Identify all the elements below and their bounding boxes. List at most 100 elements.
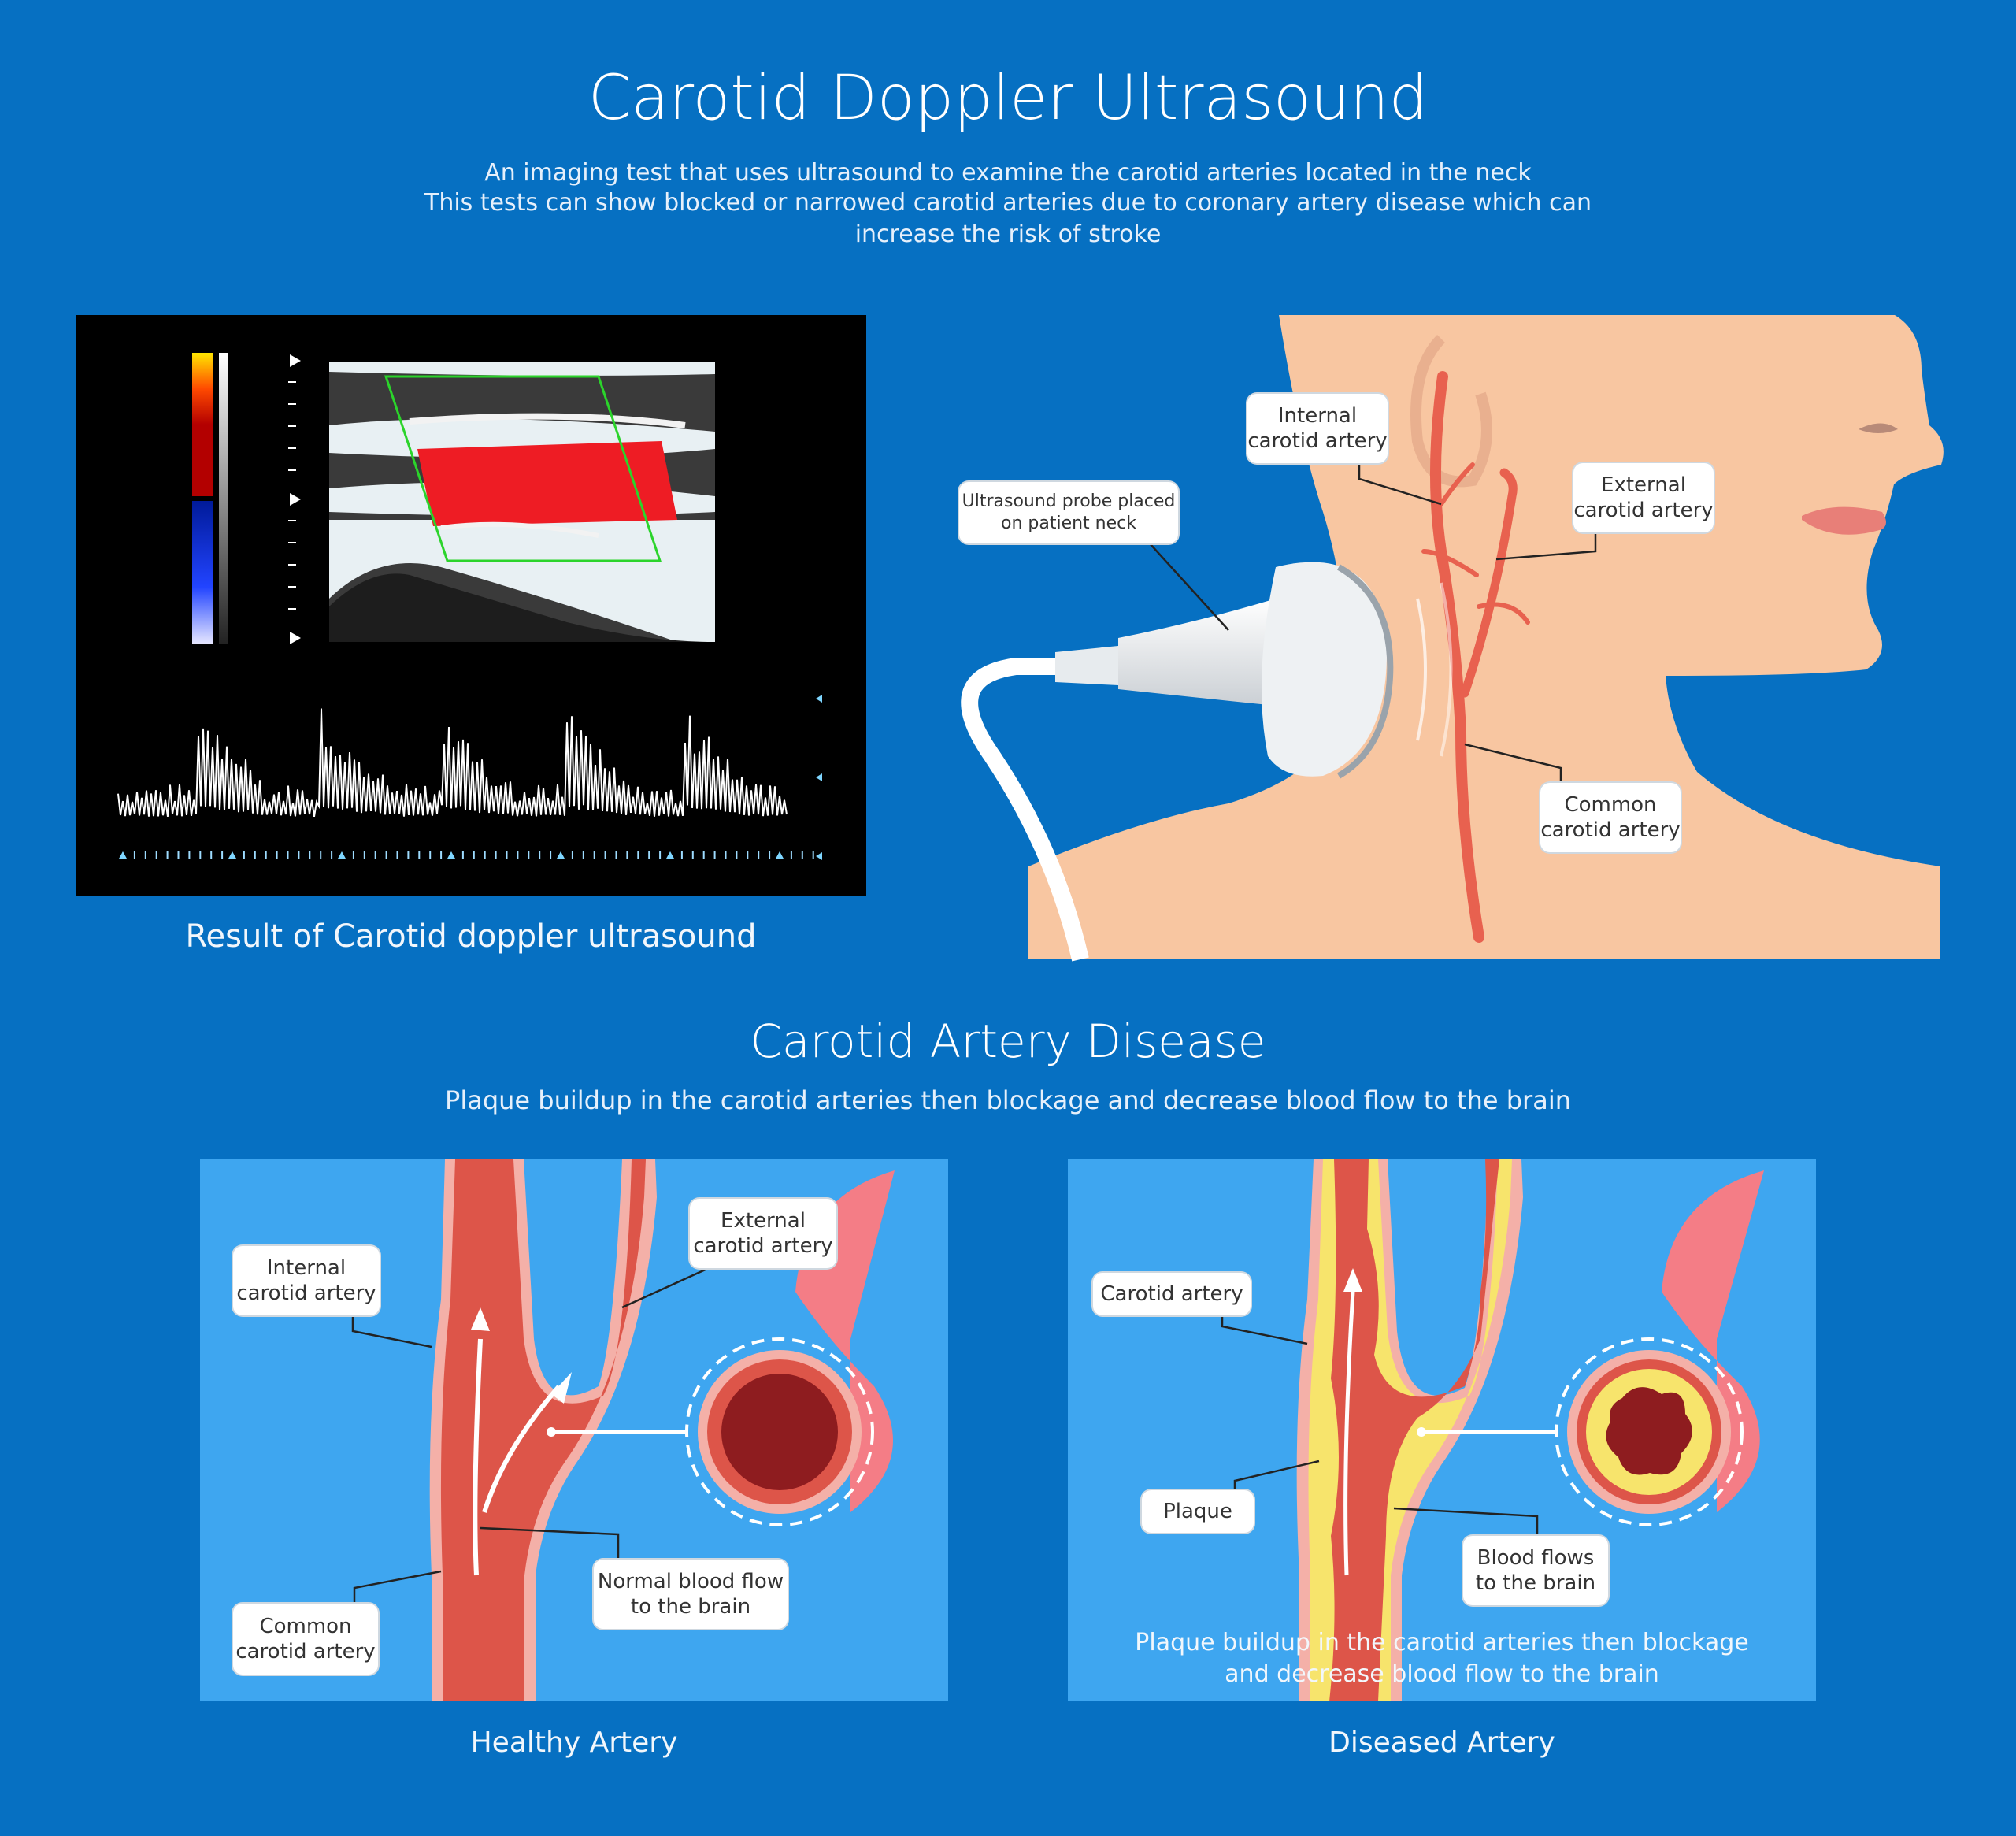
page-title: Carotid Doppler Ultrasound xyxy=(587,63,1429,134)
label-internal-carotid: Internal carotid artery xyxy=(1247,394,1388,463)
time-minor-tick xyxy=(582,851,584,859)
time-minor-tick xyxy=(461,851,464,859)
time-major-tick xyxy=(447,851,455,859)
time-minor-tick xyxy=(133,851,135,859)
time-minor-tick xyxy=(396,851,398,859)
time-minor-tick xyxy=(374,851,376,859)
neck-illustration xyxy=(961,315,1944,962)
time-minor-tick xyxy=(320,851,322,859)
time-minor-tick xyxy=(484,851,486,859)
time-minor-tick xyxy=(571,851,573,859)
time-minor-tick xyxy=(680,851,683,859)
healthy-label-internal: Internal carotid artery xyxy=(233,1246,380,1315)
time-major-tick xyxy=(119,851,127,859)
time-minor-tick xyxy=(758,851,760,859)
ultrasound-probe-icon xyxy=(961,562,1453,962)
time-minor-tick xyxy=(429,851,432,859)
time-minor-tick xyxy=(747,851,749,859)
label-probe: Ultrasound probe placed on patient neck xyxy=(959,482,1178,543)
doppler-flow-region xyxy=(417,441,677,526)
time-minor-tick xyxy=(539,851,541,859)
label-common-carotid: Common carotid artery xyxy=(1540,783,1681,852)
time-minor-tick xyxy=(221,851,224,859)
time-minor-tick xyxy=(626,851,628,859)
velocity-markers xyxy=(816,695,822,860)
time-minor-tick xyxy=(724,851,727,859)
time-minor-tick xyxy=(812,851,814,859)
time-major-tick xyxy=(338,851,346,859)
diseased-label-plaque: Plaque xyxy=(1142,1490,1254,1533)
time-minor-tick xyxy=(177,851,180,859)
time-minor-tick xyxy=(210,851,213,859)
time-minor-tick xyxy=(506,851,508,859)
ultrasound-caption: Result of Carotid doppler ultrasound xyxy=(185,918,757,955)
diseased-caption: Diseased Artery xyxy=(1329,1727,1555,1759)
time-minor-tick xyxy=(418,851,421,859)
time-minor-tick xyxy=(604,851,606,859)
healthy-label-external: External carotid artery xyxy=(690,1199,836,1268)
description-line-1: An imaging test that uses ultrasound to … xyxy=(484,159,1532,187)
label-external-carotid: External carotid artery xyxy=(1573,463,1714,532)
time-minor-tick xyxy=(385,851,387,859)
time-minor-tick xyxy=(702,851,705,859)
time-minor-tick xyxy=(593,851,595,859)
time-minor-tick xyxy=(713,851,716,859)
narrowed-lumen xyxy=(1606,1387,1692,1475)
time-minor-tick xyxy=(472,851,475,859)
time-minor-tick xyxy=(199,851,202,859)
time-major-tick xyxy=(776,851,784,859)
healthy-label-normal-flow: Normal blood flow to the brain xyxy=(594,1560,788,1629)
disease-title: Carotid Artery Disease xyxy=(750,1014,1266,1068)
time-minor-tick xyxy=(155,851,158,859)
b-mode-image xyxy=(329,362,715,642)
time-minor-tick xyxy=(352,851,354,859)
time-minor-tick xyxy=(659,851,662,859)
description-line-3: increase the risk of stroke xyxy=(854,221,1162,248)
time-minor-tick xyxy=(276,851,278,859)
time-minor-tick xyxy=(790,851,792,859)
time-minor-tick xyxy=(801,851,803,859)
color-scale-positive xyxy=(192,353,213,496)
healthy-caption: Healthy Artery xyxy=(470,1727,678,1759)
external-carotid-artery xyxy=(1460,468,1518,698)
disease-subtitle: Plaque buildup in the carotid arteries t… xyxy=(445,1085,1571,1115)
color-scale-negative xyxy=(192,501,213,644)
diseased-overlay-text: Plaque buildup in the carotid arteries t… xyxy=(1135,1629,1749,1688)
nose-nostril xyxy=(1858,423,1898,433)
time-minor-tick xyxy=(648,851,650,859)
gray-scale-bar xyxy=(219,353,228,644)
time-minor-tick xyxy=(144,851,146,859)
healthy-label-common: Common carotid artery xyxy=(233,1604,378,1675)
time-minor-tick xyxy=(188,851,191,859)
time-minor-tick xyxy=(166,851,169,859)
time-minor-tick xyxy=(736,851,738,859)
common-carotid-artery xyxy=(1429,371,1484,943)
time-minor-tick xyxy=(517,851,519,859)
time-minor-tick xyxy=(528,851,530,859)
time-minor-tick xyxy=(254,851,256,859)
time-minor-tick xyxy=(550,851,552,859)
time-minor-tick xyxy=(331,851,333,859)
diseased-artery-panel xyxy=(1068,1159,1816,1701)
time-minor-tick xyxy=(495,851,497,859)
time-minor-tick xyxy=(243,851,245,859)
time-major-tick xyxy=(228,851,236,859)
lips xyxy=(1802,506,1886,535)
doppler-waveform xyxy=(117,708,788,818)
time-minor-tick xyxy=(615,851,617,859)
description-line-2: This tests can show blocked or narrowed … xyxy=(424,189,1592,217)
time-minor-tick xyxy=(440,851,443,859)
time-minor-tick xyxy=(298,851,300,859)
diseased-label-flow: Blood flows to the brain xyxy=(1463,1536,1608,1605)
diseased-label-carotid: Carotid artery xyxy=(1093,1273,1251,1315)
time-minor-tick xyxy=(637,851,639,859)
time-minor-tick xyxy=(691,851,694,859)
time-major-tick xyxy=(666,851,674,859)
ultrasound-screen xyxy=(76,315,866,896)
time-minor-tick xyxy=(769,851,771,859)
doppler-sample-box xyxy=(384,375,662,562)
time-axis xyxy=(119,851,814,859)
time-minor-tick xyxy=(309,851,311,859)
time-minor-tick xyxy=(265,851,267,859)
